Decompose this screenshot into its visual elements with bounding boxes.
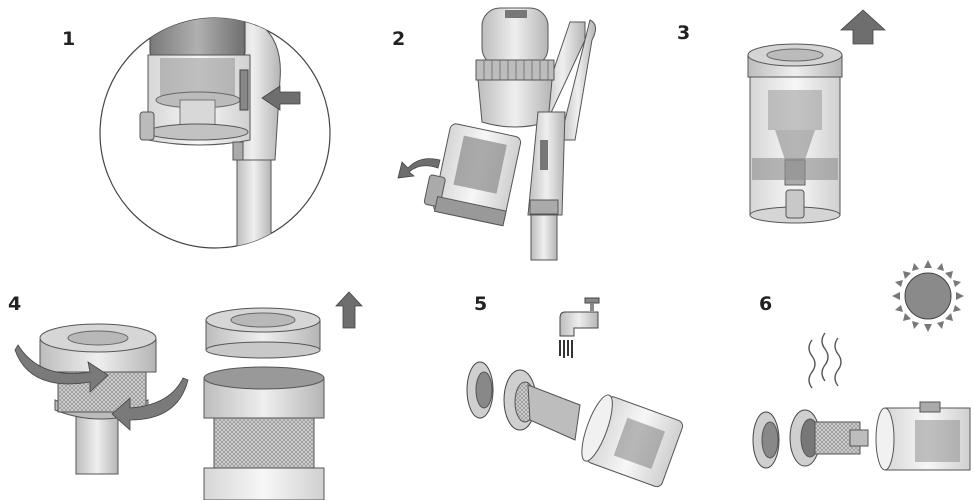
heat-waves-icon bbox=[808, 332, 842, 389]
step-number-1: 1 bbox=[62, 28, 76, 50]
step1-arrow bbox=[261, 85, 301, 111]
step-number-5: 5 bbox=[474, 293, 488, 315]
step5-illustration bbox=[466, 297, 684, 488]
step2-arrow bbox=[397, 158, 441, 179]
step-number-3: 3 bbox=[677, 22, 691, 44]
step-number-6: 6 bbox=[759, 293, 773, 315]
step4-up-arrow bbox=[335, 291, 363, 329]
step6-illustration bbox=[752, 260, 971, 471]
step1-illustration bbox=[99, 17, 331, 249]
step4-illustration bbox=[14, 291, 363, 500]
step-number-2: 2 bbox=[392, 28, 406, 50]
step3-up-arrow bbox=[839, 9, 887, 45]
step4-rotate-arrow-top bbox=[14, 344, 109, 393]
faucet-icon bbox=[559, 297, 600, 358]
step-number-4: 4 bbox=[8, 293, 22, 315]
step4-rotate-arrow-bottom bbox=[111, 377, 189, 431]
step2-illustration bbox=[397, 7, 596, 261]
sun-icon bbox=[892, 260, 964, 332]
step3-illustration bbox=[747, 9, 887, 224]
